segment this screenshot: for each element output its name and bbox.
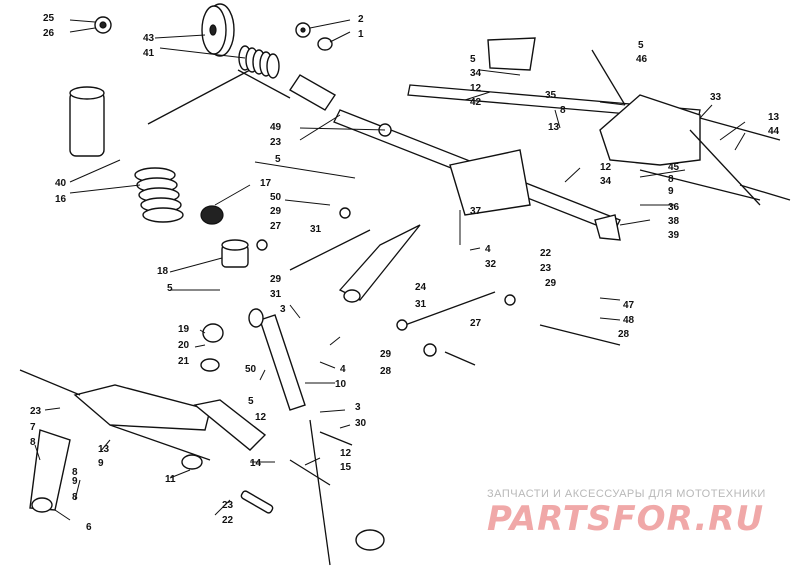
callout-label: 26 [43,28,55,39]
callout-label: 8 [560,105,566,116]
callout-label: 23 [270,137,282,148]
callout-label: 29 [545,278,557,289]
callout-label: 9 [72,476,78,487]
callout-label: 3 [355,402,361,413]
callout-label: 16 [55,194,67,205]
callout-label: 12 [255,412,267,423]
callout-label: 2 [358,14,364,25]
callout-label: 29 [270,206,282,217]
callout-label: 29 [380,349,392,360]
callout-label: 45 [668,162,680,173]
callout-label: 12 [470,83,482,94]
callout-label: 31 [415,299,427,310]
callout-label: 9 [98,458,104,469]
callout-label: 5 [470,54,476,65]
callout-label: 35 [545,90,557,101]
callout-label: 34 [470,68,482,79]
callout-label: 10 [335,379,347,390]
callout-label: 8 [668,174,674,185]
watermark-tagline: ЗАПЧАСТИ И АКСЕССУАРЫ ДЛЯ МОТОТЕХНИКИ [487,488,766,500]
callout-label: 15 [340,462,352,473]
callout-label: 23 [30,406,42,417]
callout-label: 17 [260,178,272,189]
callout-label: 37 [470,206,482,217]
callout-label: 32 [485,259,497,270]
callout-label: 39 [668,230,680,241]
callout-label: 48 [623,315,635,326]
callout-label: 33 [710,92,722,103]
callout-label: 7 [30,422,36,433]
callout-label: 12 [600,162,612,173]
callout-label: 27 [470,318,482,329]
callout-label: 31 [310,224,322,235]
callout-label: 5 [248,396,254,407]
callout-label: 21 [178,356,190,367]
callout-label: 41 [143,48,155,59]
callout-label: 22 [540,248,552,259]
callout-label: 3 [280,304,286,315]
callout-label: 13 [548,122,560,133]
callout-label: 29 [270,274,282,285]
callout-label: 38 [668,216,680,227]
callout-label: 8 [72,492,78,503]
callout-label: 31 [270,289,282,300]
callout-label: 20 [178,340,190,351]
callout-label: 43 [143,33,155,44]
watermark: ЗАПЧАСТИ И АКСЕССУАРЫ ДЛЯ МОТОТЕХНИКИ PA… [487,488,766,539]
callout-label: 19 [178,324,190,335]
callout-label: 23 [222,500,234,511]
leader-lines [34,19,746,521]
callout-label: 8 [72,467,78,478]
callout-label: 11 [165,474,176,485]
callout-label: 5 [167,283,173,294]
callout-label: 34 [600,176,612,187]
callout-label: 50 [270,192,282,203]
callout-label: 47 [623,300,635,311]
callout-label: 6 [86,522,92,533]
callout-label: 13 [98,444,110,455]
callout-label: 40 [55,178,67,189]
callout-label: 44 [768,126,780,137]
callout-label: 13 [768,112,780,123]
callout-label: 18 [157,266,169,277]
callout-label: 50 [245,364,257,375]
callout-label: 36 [668,202,680,213]
parts-drawing [19,3,791,566]
callout-label: 1 [358,29,364,40]
callout-label: 42 [470,97,482,108]
callout-label: 25 [43,13,55,24]
callout-label: 28 [618,329,630,340]
callout-label: 24 [415,282,427,293]
callout-label: 12 [340,448,352,459]
callout-label: 8 [30,437,36,448]
callout-label: 4 [340,364,346,375]
callout-label: 30 [355,418,367,429]
callout-label: 4 [485,244,491,255]
callout-label: 5 [275,154,281,165]
callout-label: 46 [636,54,648,65]
callout-label: 23 [540,263,552,274]
callout-label: 14 [250,458,262,469]
callout-label: 9 [668,186,674,197]
callout-label: 22 [222,515,234,526]
watermark-brand: PARTSFOR.RU [487,499,764,539]
callout-labels: 25 26 43 41 2 1 40 16 49 23 5 34 12 42 5… [30,13,780,533]
callout-label: 49 [270,122,282,133]
callout-label: 5 [638,40,644,51]
callout-label: 28 [380,366,392,377]
callout-label: 27 [270,221,282,232]
